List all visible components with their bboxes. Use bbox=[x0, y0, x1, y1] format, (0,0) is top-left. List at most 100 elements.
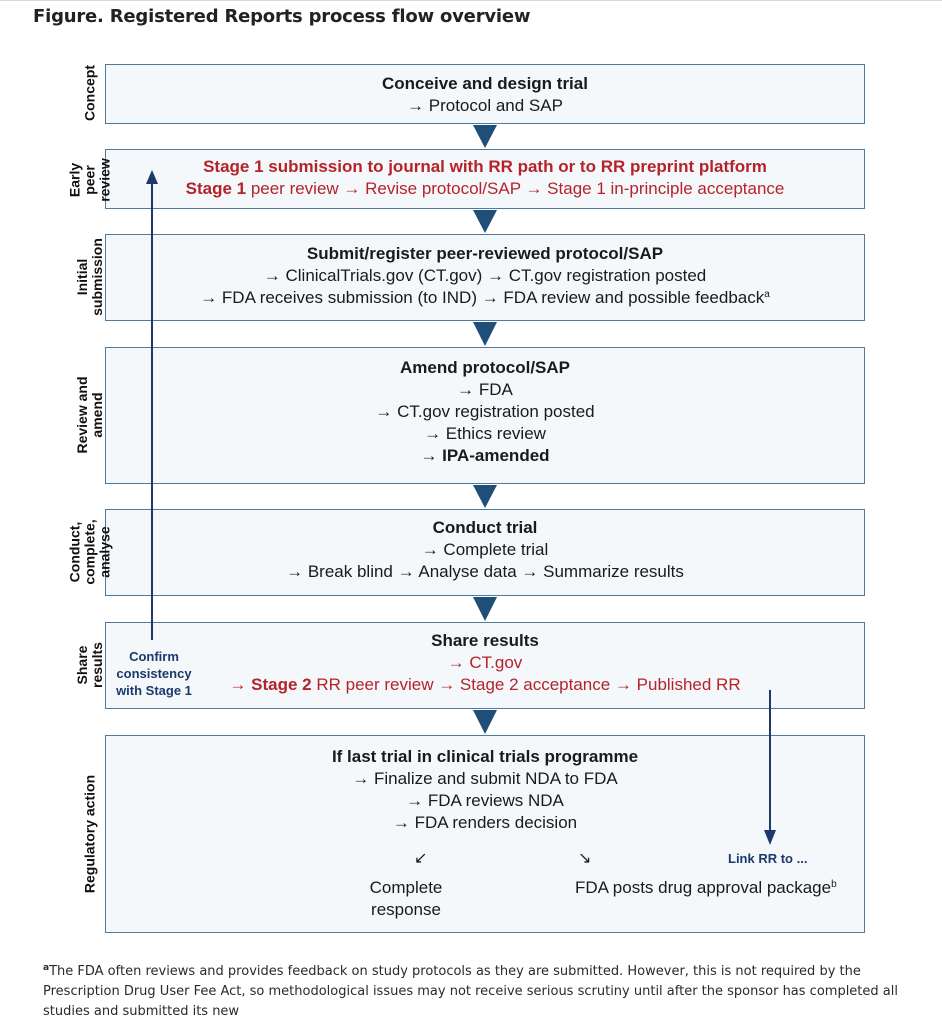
stage-text: If last trial in clinical trials program… bbox=[106, 746, 864, 834]
side-label-line: Early bbox=[66, 162, 83, 198]
line-segment: → Protocol and SAP bbox=[407, 96, 563, 115]
figure-title: Figure. Registered Reports process flow … bbox=[33, 6, 531, 27]
footnote-text: The FDA often reviews and provides feedb… bbox=[43, 964, 898, 1019]
line-segment: → Complete trial bbox=[421, 540, 549, 559]
line-segment: → CT.gov registration posted bbox=[375, 402, 595, 421]
line-segment: Conduct trial bbox=[432, 518, 538, 537]
flow-down-triangle bbox=[473, 710, 497, 734]
stage-text: Submit/register peer-reviewed protocol/S… bbox=[106, 243, 864, 309]
footnote-ref: a bbox=[764, 289, 770, 300]
line-segment: Conceive and design trial bbox=[382, 74, 588, 93]
side-label-line: submission bbox=[89, 238, 105, 316]
side-label-line: amend bbox=[89, 392, 105, 438]
stage-line: → CT.gov registration posted bbox=[106, 401, 864, 423]
side-label-text: Concept bbox=[81, 65, 98, 121]
stage-line: Stage 1 submission to journal with RR pa… bbox=[106, 156, 864, 178]
side-label-line: Regulatory action bbox=[81, 774, 98, 894]
stage-line: → FDA receives submission (to IND) → FDA… bbox=[106, 287, 864, 309]
stage-line: → Protocol and SAP bbox=[106, 95, 864, 117]
stage-text: Conceive and design trial → Protocol and … bbox=[106, 73, 864, 117]
stage-text: Amend protocol/SAP → FDA → CT.gov registra… bbox=[106, 357, 864, 467]
stage-box-2: Stage 1 submission to journal with RR pa… bbox=[105, 149, 865, 209]
line-segment: If last trial in clinical trials program… bbox=[331, 747, 639, 766]
line-segment: → ClinicalTrials.gov (CT.gov) → CT.gov r… bbox=[263, 266, 707, 285]
side-label-line: Concept bbox=[81, 65, 98, 121]
line-segment: Stage 1 submission to journal with RR pa… bbox=[203, 157, 767, 176]
line-segment: → FDA reviews NDA bbox=[406, 791, 564, 810]
line-segment: → Break blind → Analyse data → Summarize… bbox=[286, 562, 684, 581]
flow-down-triangle bbox=[473, 210, 497, 233]
flow-down-triangle bbox=[473, 125, 497, 148]
stage-text: Stage 1 submission to journal with RR pa… bbox=[106, 156, 864, 200]
stage-line: → CT.gov bbox=[106, 652, 864, 674]
stage-line: Amend protocol/SAP bbox=[106, 357, 864, 379]
side-label-line: Conduct, bbox=[66, 521, 83, 583]
side-label-line: Share bbox=[74, 645, 90, 685]
stage-text: Share results → CT.gov → Stage 2 RR peer r… bbox=[106, 630, 864, 696]
stage-box-6: Share results → CT.gov → Stage 2 RR peer r… bbox=[105, 622, 865, 709]
side-label-line: Initial bbox=[74, 258, 90, 296]
side-label-text: Regulatory action bbox=[81, 774, 98, 894]
stage-box-5: Conduct trial → Complete trial → Break bli… bbox=[105, 509, 865, 596]
outcome-right-sup: b bbox=[831, 879, 837, 890]
stage-line: → FDA bbox=[106, 379, 864, 401]
line-segment: → bbox=[229, 675, 252, 694]
stage-line: → FDA renders decision bbox=[106, 812, 864, 834]
stage-text: Conduct trial → Complete trial → Break bli… bbox=[106, 517, 864, 583]
line-segment: Share results bbox=[431, 631, 539, 650]
line-segment: Amend protocol/SAP bbox=[399, 358, 570, 377]
flow-down-triangle bbox=[473, 597, 497, 621]
line-segment: → FDA bbox=[457, 380, 513, 399]
flow-down-triangle bbox=[473, 322, 497, 346]
stage-line: → FDA reviews NDA bbox=[106, 790, 864, 812]
side-label-line: complete, bbox=[81, 519, 98, 585]
line-segment: IPA-amended bbox=[442, 446, 550, 465]
stage-line: → ClinicalTrials.gov (CT.gov) → CT.gov r… bbox=[106, 265, 864, 287]
stage-box-1: Conceive and design trial → Protocol and … bbox=[105, 64, 865, 124]
stage-box-4: Amend protocol/SAP → FDA → CT.gov registra… bbox=[105, 347, 865, 484]
stage-line: → IPA-amended bbox=[106, 445, 864, 467]
outcome-complete-response: Complete response bbox=[345, 877, 467, 921]
side-label-line: peer bbox=[81, 165, 98, 195]
stage-line: → Finalize and submit NDA to FDA bbox=[106, 768, 864, 790]
footnote: aThe FDA often reviews and provides feed… bbox=[43, 962, 903, 1022]
stage-line: Share results bbox=[106, 630, 864, 652]
side-label-text: Conduct,complete,analyse bbox=[66, 519, 113, 585]
line-segment: Stage 2 bbox=[251, 675, 312, 694]
side-label-line: analyse bbox=[96, 526, 113, 578]
link-rr-label: Link RR to ... bbox=[728, 851, 808, 866]
stage-line: Conceive and design trial bbox=[106, 73, 864, 95]
line-segment: → bbox=[420, 446, 443, 465]
line-segment: → Ethics review bbox=[424, 424, 546, 443]
stage-line: Conduct trial bbox=[106, 517, 864, 539]
line-segment: RR peer review → Stage 2 acceptance → Pu… bbox=[311, 675, 741, 694]
stage-box-3: Submit/register peer-reviewed protocol/S… bbox=[105, 234, 865, 321]
stage-line: Submit/register peer-reviewed protocol/S… bbox=[106, 243, 864, 265]
flow-down-triangle bbox=[473, 485, 497, 508]
line-segment: peer review → Revise protocol/SAP → Stag… bbox=[246, 179, 785, 198]
stage-line: → Ethics review bbox=[106, 423, 864, 445]
line-segment: Stage 1 bbox=[185, 179, 247, 198]
stage-line: → Stage 2 RR peer review → Stage 2 accep… bbox=[106, 674, 864, 696]
side-label-line: results bbox=[89, 642, 105, 688]
outcome-right-text: FDA posts drug approval package bbox=[575, 878, 832, 897]
footnote-marker: a bbox=[43, 963, 50, 973]
diagonal-arrow-right: ↘ bbox=[578, 850, 592, 867]
line-segment: → FDA renders decision bbox=[392, 813, 578, 832]
stage-line: If last trial in clinical trials program… bbox=[106, 746, 864, 768]
line-segment: → Finalize and submit NDA to FDA bbox=[352, 769, 618, 788]
line-segment: → CT.gov bbox=[447, 653, 523, 672]
stage-line: → Complete trial bbox=[106, 539, 864, 561]
top-rule bbox=[0, 0, 942, 1]
stage-box-7: If last trial in clinical trials program… bbox=[105, 735, 865, 933]
line-segment: → FDA receives submission (to IND) → FDA… bbox=[200, 288, 765, 307]
side-label-line: Review and bbox=[74, 376, 90, 454]
outcome-approval-package: FDA posts drug approval packageb bbox=[575, 877, 837, 899]
outcome-left-line-2: response bbox=[371, 900, 441, 919]
outcome-left-line-1: Complete bbox=[369, 878, 443, 897]
side-label-line: review bbox=[96, 158, 113, 202]
